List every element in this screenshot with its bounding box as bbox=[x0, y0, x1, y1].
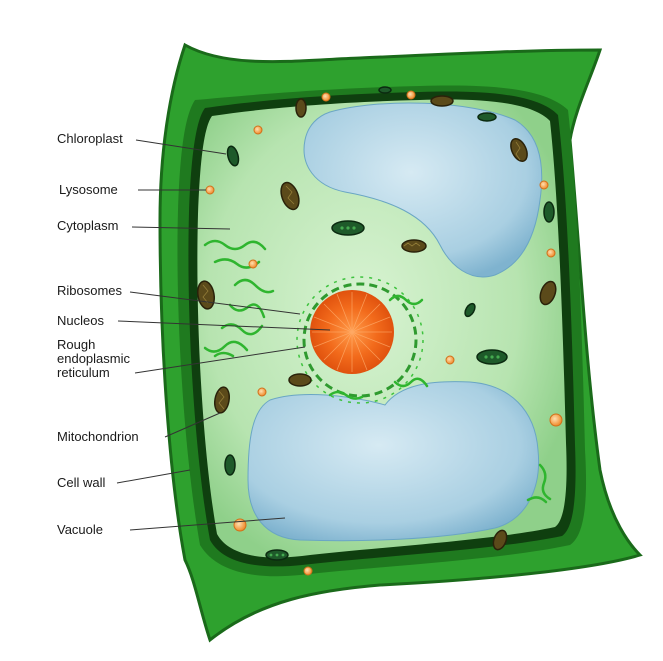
label-chloroplast: Chloroplast bbox=[57, 131, 123, 146]
label-nucleos: Nucleos bbox=[57, 313, 104, 328]
label-vacuole: Vacuole bbox=[57, 522, 103, 537]
nucleus-texture bbox=[312, 292, 392, 372]
label-lysosome: Lysosome bbox=[59, 182, 118, 197]
label-rough-er-line3: reticulum bbox=[57, 365, 110, 380]
label-cell-wall: Cell wall bbox=[57, 475, 106, 490]
label-ribosomes: Ribosomes bbox=[57, 283, 123, 298]
label-rough-er-line1: Rough bbox=[57, 337, 95, 352]
label-mitochondrion: Mitochondrion bbox=[57, 429, 139, 444]
vacuole-lower bbox=[248, 382, 539, 541]
label-cytoplasm: Cytoplasm bbox=[57, 218, 118, 233]
label-rough-er-line2: endoplasmic bbox=[57, 351, 130, 366]
